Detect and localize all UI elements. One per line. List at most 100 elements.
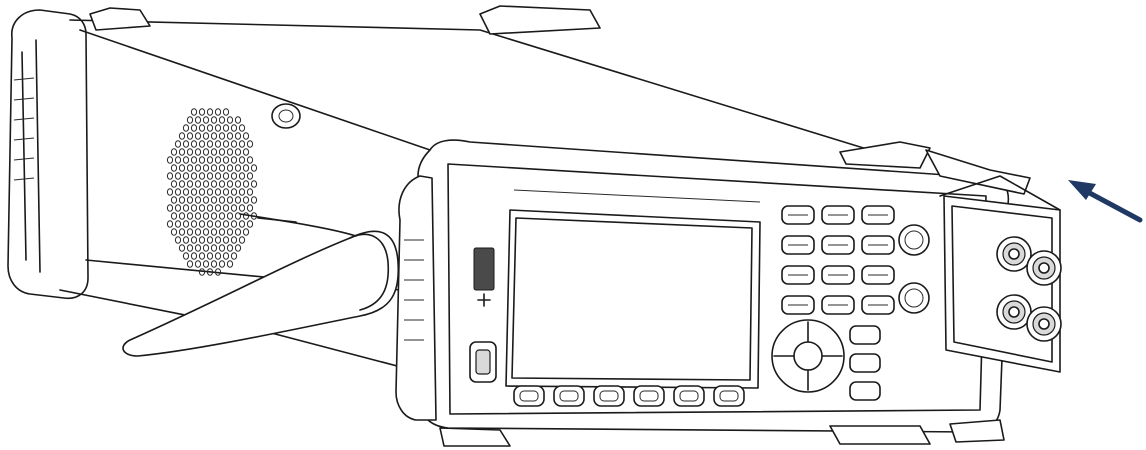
fan-hole [194, 228, 202, 236]
fan-hole [210, 180, 218, 188]
fan-hole [250, 180, 258, 188]
fan-hole [218, 260, 226, 268]
fan-hole [178, 132, 186, 140]
fan-hole [214, 124, 222, 132]
rear-vent [13, 77, 35, 181]
softkey-row [513, 385, 745, 407]
fan-hole [174, 236, 182, 244]
fan-hole [234, 132, 242, 140]
fan-hole [214, 204, 222, 212]
fan-hole [214, 252, 222, 260]
fan-hole [226, 148, 234, 156]
fan-hole [206, 140, 214, 148]
fan-hole [194, 244, 202, 252]
fan-hole [210, 116, 218, 124]
fan-hole [246, 220, 254, 228]
power-button [469, 341, 497, 383]
fan-hole [182, 140, 190, 148]
side-key [849, 325, 881, 345]
fan-hole [174, 140, 182, 148]
fan-hole [190, 140, 198, 148]
fan-hole [242, 148, 250, 156]
fan-hole [230, 188, 238, 196]
fan-hole [194, 212, 202, 220]
top-foot-middle [479, 5, 601, 35]
fan-hole [170, 164, 178, 172]
fan-hole [190, 188, 198, 196]
fan-hole [174, 188, 182, 196]
fan-hole [226, 260, 234, 268]
binding-post [1026, 250, 1062, 286]
fan-hole [218, 212, 226, 220]
fan-hole [234, 116, 242, 124]
fan-hole [230, 252, 238, 260]
display-screen [505, 189, 761, 389]
side-key [849, 353, 881, 373]
fan-hole [174, 156, 182, 164]
fan-hole [186, 212, 194, 220]
fan-hole [226, 116, 234, 124]
fan-hole [230, 220, 238, 228]
fan-hole [206, 156, 214, 164]
fan-hole [226, 228, 234, 236]
fan-hole [242, 180, 250, 188]
fan-hole [222, 188, 230, 196]
fan-hole [202, 260, 210, 268]
fan-hole [250, 196, 258, 204]
fan-hole [202, 244, 210, 252]
fan-hole [230, 204, 238, 212]
fan-hole [190, 236, 198, 244]
fan-hole [214, 188, 222, 196]
round-connectors [898, 224, 930, 314]
fan-hole [182, 204, 190, 212]
arrow-indicator [1068, 180, 1143, 223]
fan-hole [230, 140, 238, 148]
input-terminals [996, 236, 1062, 342]
fan-hole [190, 124, 198, 132]
fan-hole [238, 140, 246, 148]
binding-post [996, 294, 1032, 330]
fan-hole [238, 204, 246, 212]
fan-hole [238, 220, 246, 228]
fan-hole [202, 148, 210, 156]
fan-hole [218, 180, 226, 188]
fan-hole [194, 116, 202, 124]
fan-hole [166, 172, 174, 180]
fan-hole [214, 236, 222, 244]
fan-hole [194, 180, 202, 188]
fan-hole [178, 180, 186, 188]
fan-hole [226, 132, 234, 140]
fan-hole [194, 196, 202, 204]
fan-hole [198, 220, 206, 228]
fan-hole [174, 172, 182, 180]
fan-hole [198, 252, 206, 260]
fan-hole [170, 148, 178, 156]
fan-hole [234, 164, 242, 172]
softkey-inner [719, 390, 739, 402]
fan-hole [166, 204, 174, 212]
binding-post [996, 236, 1032, 272]
fan-hole [174, 220, 182, 228]
fan-hole [182, 156, 190, 164]
fan-hole [226, 164, 234, 172]
usb-port [473, 247, 495, 307]
fan-hole [222, 156, 230, 164]
fan-hole [218, 116, 226, 124]
fan-hole [178, 244, 186, 252]
fan-hole [186, 196, 194, 204]
softkey [713, 385, 745, 407]
fan-hole [206, 252, 214, 260]
fan-hole [166, 220, 174, 228]
fan-hole [202, 196, 210, 204]
fan-hole [242, 164, 250, 172]
screw [271, 103, 301, 129]
fan-hole [246, 204, 254, 212]
fan-hole [190, 172, 198, 180]
fan-hole [234, 148, 242, 156]
fan-hole [222, 236, 230, 244]
fan-hole [238, 172, 246, 180]
fan-hole [214, 220, 222, 228]
fan-hole [210, 228, 218, 236]
fan-hole [182, 252, 190, 260]
